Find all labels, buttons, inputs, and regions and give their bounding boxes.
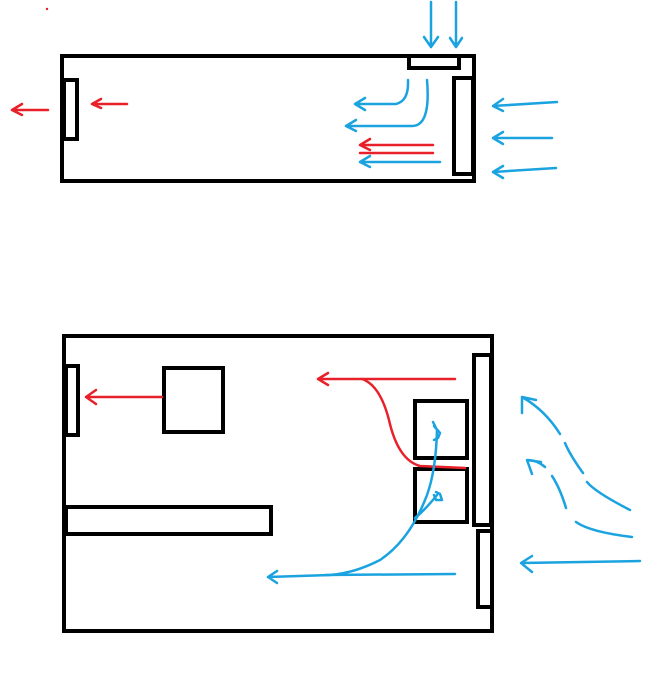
top-rear-vent xyxy=(62,78,79,141)
bottom-shelf xyxy=(64,505,273,536)
top-front-intake-arrow-2 xyxy=(491,130,554,146)
bottom-intake-curve-1 xyxy=(520,395,632,512)
stray-dot xyxy=(45,7,49,11)
top-roof-intake-arrow-1 xyxy=(422,0,440,49)
top-view-airflow xyxy=(10,0,559,183)
top-roof-intake-arrow-2 xyxy=(448,0,464,49)
bottom-fan-lower xyxy=(413,467,469,524)
top-exhaust-inner-arrow xyxy=(90,97,129,110)
bottom-heat-box xyxy=(162,366,225,434)
bottom-front-panel-upper xyxy=(472,353,493,527)
bottom-cool-flow-straight xyxy=(323,572,457,577)
bottom-exhaust-arrow xyxy=(84,388,164,406)
bottom-upper-warm-arrow xyxy=(316,371,457,387)
top-internal-flow xyxy=(358,154,442,169)
bottom-warm-curve xyxy=(360,377,467,470)
bottom-intake-straight xyxy=(519,554,642,574)
bottom-fan-upper xyxy=(413,399,469,460)
top-front-intake-arrow-1 xyxy=(491,97,559,113)
top-front-intake-panel xyxy=(452,76,475,176)
bottom-cool-flow-curve xyxy=(266,428,439,585)
bottom-cool-flow-branch xyxy=(413,493,439,520)
top-front-intake-arrow-3 xyxy=(491,164,558,180)
bottom-front-panel-lower xyxy=(476,529,494,609)
bottom-intake-curve-2 xyxy=(525,458,634,539)
bottom-rear-vent xyxy=(64,364,80,437)
bottom-view-airflow xyxy=(62,334,642,633)
top-roof-fan xyxy=(407,54,461,70)
top-roof-flow-1 xyxy=(353,78,410,112)
top-warm-arrow-1 xyxy=(358,137,435,152)
top-roof-flow-2 xyxy=(344,78,429,133)
top-exhaust-outer-arrow xyxy=(10,102,50,117)
